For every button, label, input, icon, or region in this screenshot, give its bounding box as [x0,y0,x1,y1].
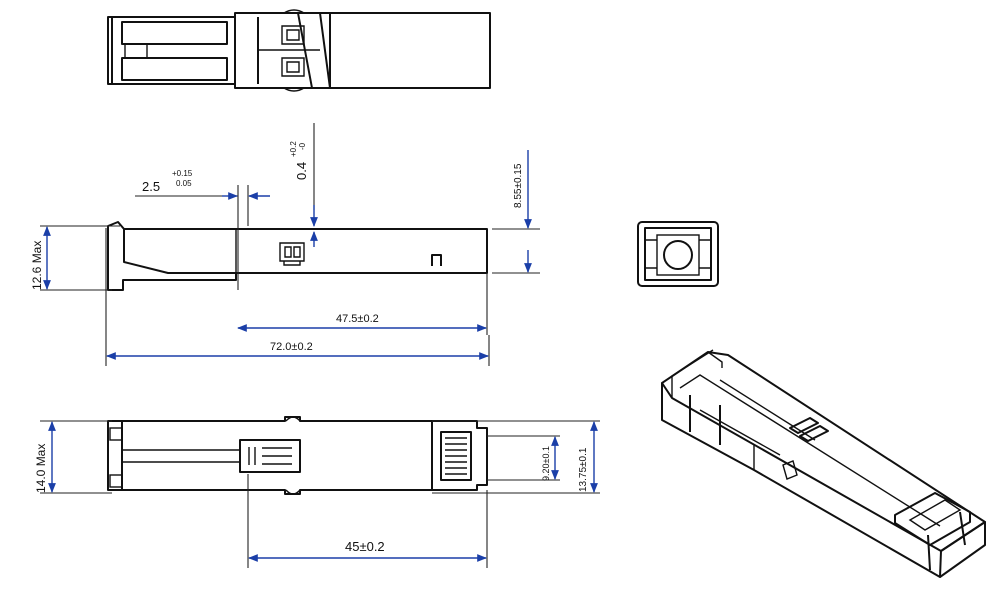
dim-14-label: 14.0 Max [34,444,48,493]
dim-2-5-label: 2.5 [142,179,160,194]
dim-45: 45±0.2 [247,474,488,568]
dim-0-4-tol-lower: -0 [298,142,307,150]
dim-47-5: 47.5±0.2 [237,273,488,335]
isometric-view [661,349,986,578]
dim-2-5-tol-lower: 0.05 [176,179,192,188]
dim-8-55: 8.55±0.15 [492,150,540,274]
dim-0-4-label: 0.4 [294,162,309,180]
dim-0-4-tol-upper: +0.2 [289,141,298,157]
dim-72-label: 72.0±0.2 [270,341,313,353]
front-view [637,221,719,287]
dim-47-5-label: 47.5±0.2 [336,313,379,325]
dim-8-55-label: 8.55±0.15 [513,163,524,208]
dim-2-5: 2.5 +0.15 0.05 [135,169,270,290]
dim-13-75: 13.75±0.1 [432,420,600,494]
top-view [107,9,491,92]
dim-0-4: 0.4 +0.2 -0 [289,123,318,247]
dim-9-2: 9.20±0.1 [487,435,560,481]
dim-2-5-tol-upper: +0.15 [172,169,193,178]
dim-72: 72.0±0.2 [105,228,490,366]
dim-13-75-label: 13.75±0.1 [578,447,589,492]
dim-45-label: 45±0.2 [345,539,385,554]
dim-12-6: 12.6 Max [30,225,120,291]
dim-14: 14.0 Max [34,420,112,494]
dim-9-2-label: 9.20±0.1 [541,446,551,481]
side-view [107,221,488,291]
bottom-view [107,416,488,495]
dim-12-6-label: 12.6 Max [30,241,44,290]
